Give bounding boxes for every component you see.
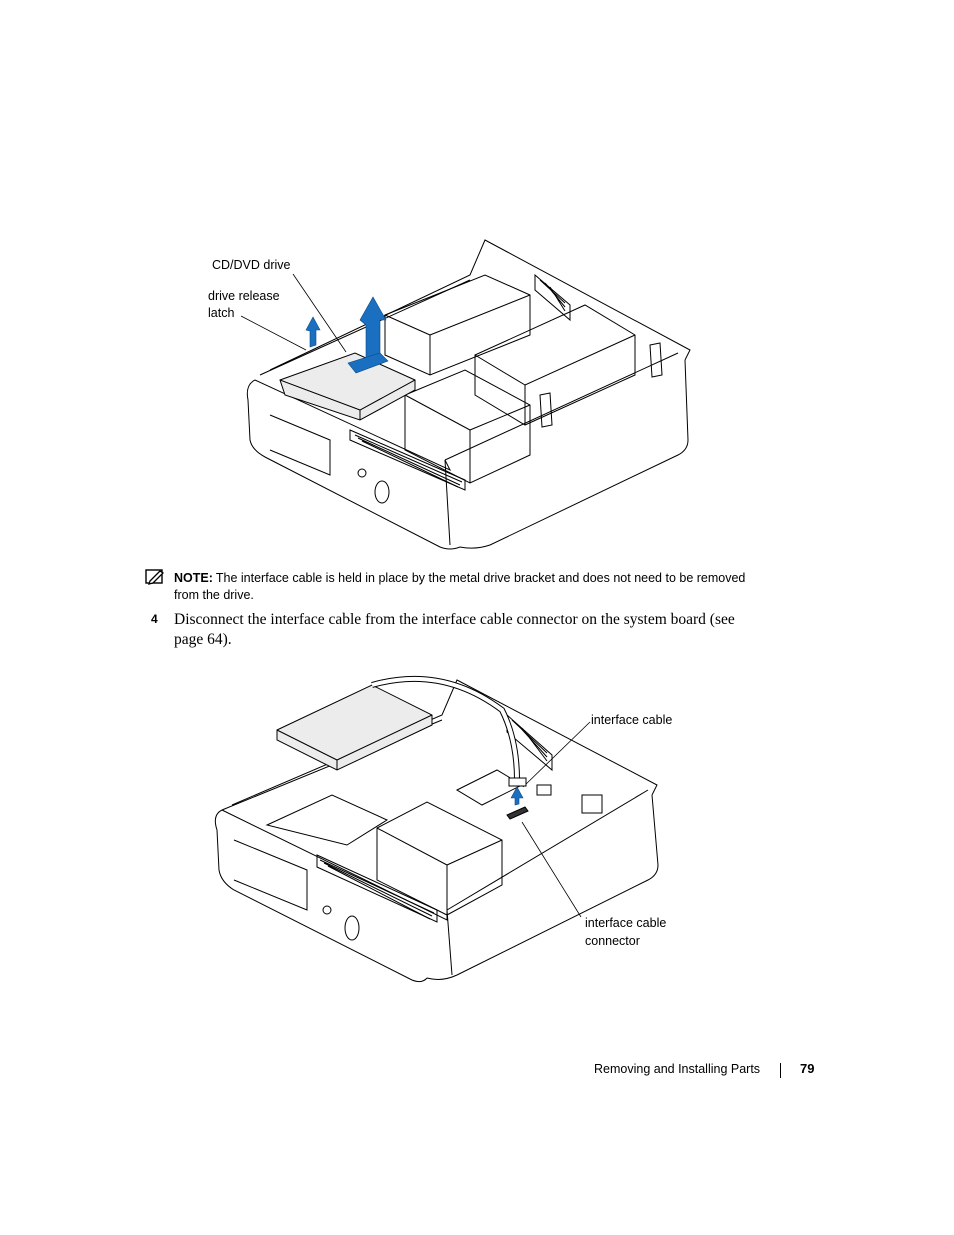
note: NOTE:The interface cable is held in plac… xyxy=(174,570,774,604)
callout-interface-cable-connector-line2: connector xyxy=(585,934,640,948)
note-text-line1: The interface cable is held in place by … xyxy=(215,571,746,585)
callout-drive-release-latch-line2: latch xyxy=(208,306,235,320)
step-text: Disconnect the interface cable from the … xyxy=(174,611,735,648)
callout-cd-dvd-drive: CD/DVD drive xyxy=(212,258,291,272)
step-number: 4 xyxy=(151,612,158,626)
figure-remove-cd-dvd-drive xyxy=(246,239,691,550)
footer-separator xyxy=(780,1063,781,1078)
callout-interface-cable-connector-line1: interface cable xyxy=(585,916,667,930)
note-pencil-icon xyxy=(145,569,165,585)
callout-interface-cable: interface cable xyxy=(591,713,673,727)
footer-page-number: 79 xyxy=(800,1061,815,1076)
disconnect-arrow xyxy=(510,786,524,806)
note-label: NOTE: xyxy=(174,571,213,585)
figure-disconnect-interface-cable xyxy=(214,675,659,983)
callout-drive-release-latch-line1: drive release xyxy=(208,289,280,303)
lift-arrow-large xyxy=(359,296,387,360)
latch-arrow xyxy=(305,316,321,348)
lift-arrow-base xyxy=(347,352,389,374)
footer-section-title: Removing and Installing Parts xyxy=(594,1062,761,1076)
note-text-line2: from the drive. xyxy=(174,588,254,602)
